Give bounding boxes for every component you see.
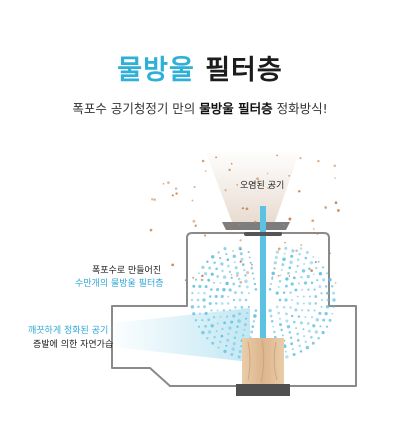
label-filter-line1: 폭포수로 만들어진 xyxy=(92,266,162,276)
label-polluted-air: 오염된 공기 xyxy=(240,181,285,191)
title-rest: 필터층 xyxy=(205,55,283,86)
label-filter-line2: 수만개의 물방울 필터층 xyxy=(75,279,164,289)
label-clean-air: 깨끗하게 정화된 공기 xyxy=(28,326,109,336)
water-tube xyxy=(260,206,266,340)
dust-particles xyxy=(149,154,340,284)
page-subtitle: 폭포수 공기청정기 만의 물방울 필터층 정화방식! xyxy=(0,98,400,117)
purifier-diagram xyxy=(105,150,357,396)
label-humidify: 증발에 의한 자연가습 xyxy=(33,340,114,350)
tube-cap xyxy=(244,232,282,236)
incoming-air-stream xyxy=(205,150,300,222)
base-foot xyxy=(236,384,290,396)
purifier-body xyxy=(111,232,357,387)
subtitle-suffix: 정화방식! xyxy=(272,101,328,116)
page-title: 물방울 필터층 xyxy=(0,48,400,87)
purifier-lid xyxy=(222,222,290,230)
clean-air-stream xyxy=(105,308,250,362)
subtitle-prefix: 폭포수 공기청정기 만의 xyxy=(72,101,200,116)
title-accent: 물방울 xyxy=(117,55,195,86)
subtitle-bold: 물방울 필터층 xyxy=(199,101,273,116)
